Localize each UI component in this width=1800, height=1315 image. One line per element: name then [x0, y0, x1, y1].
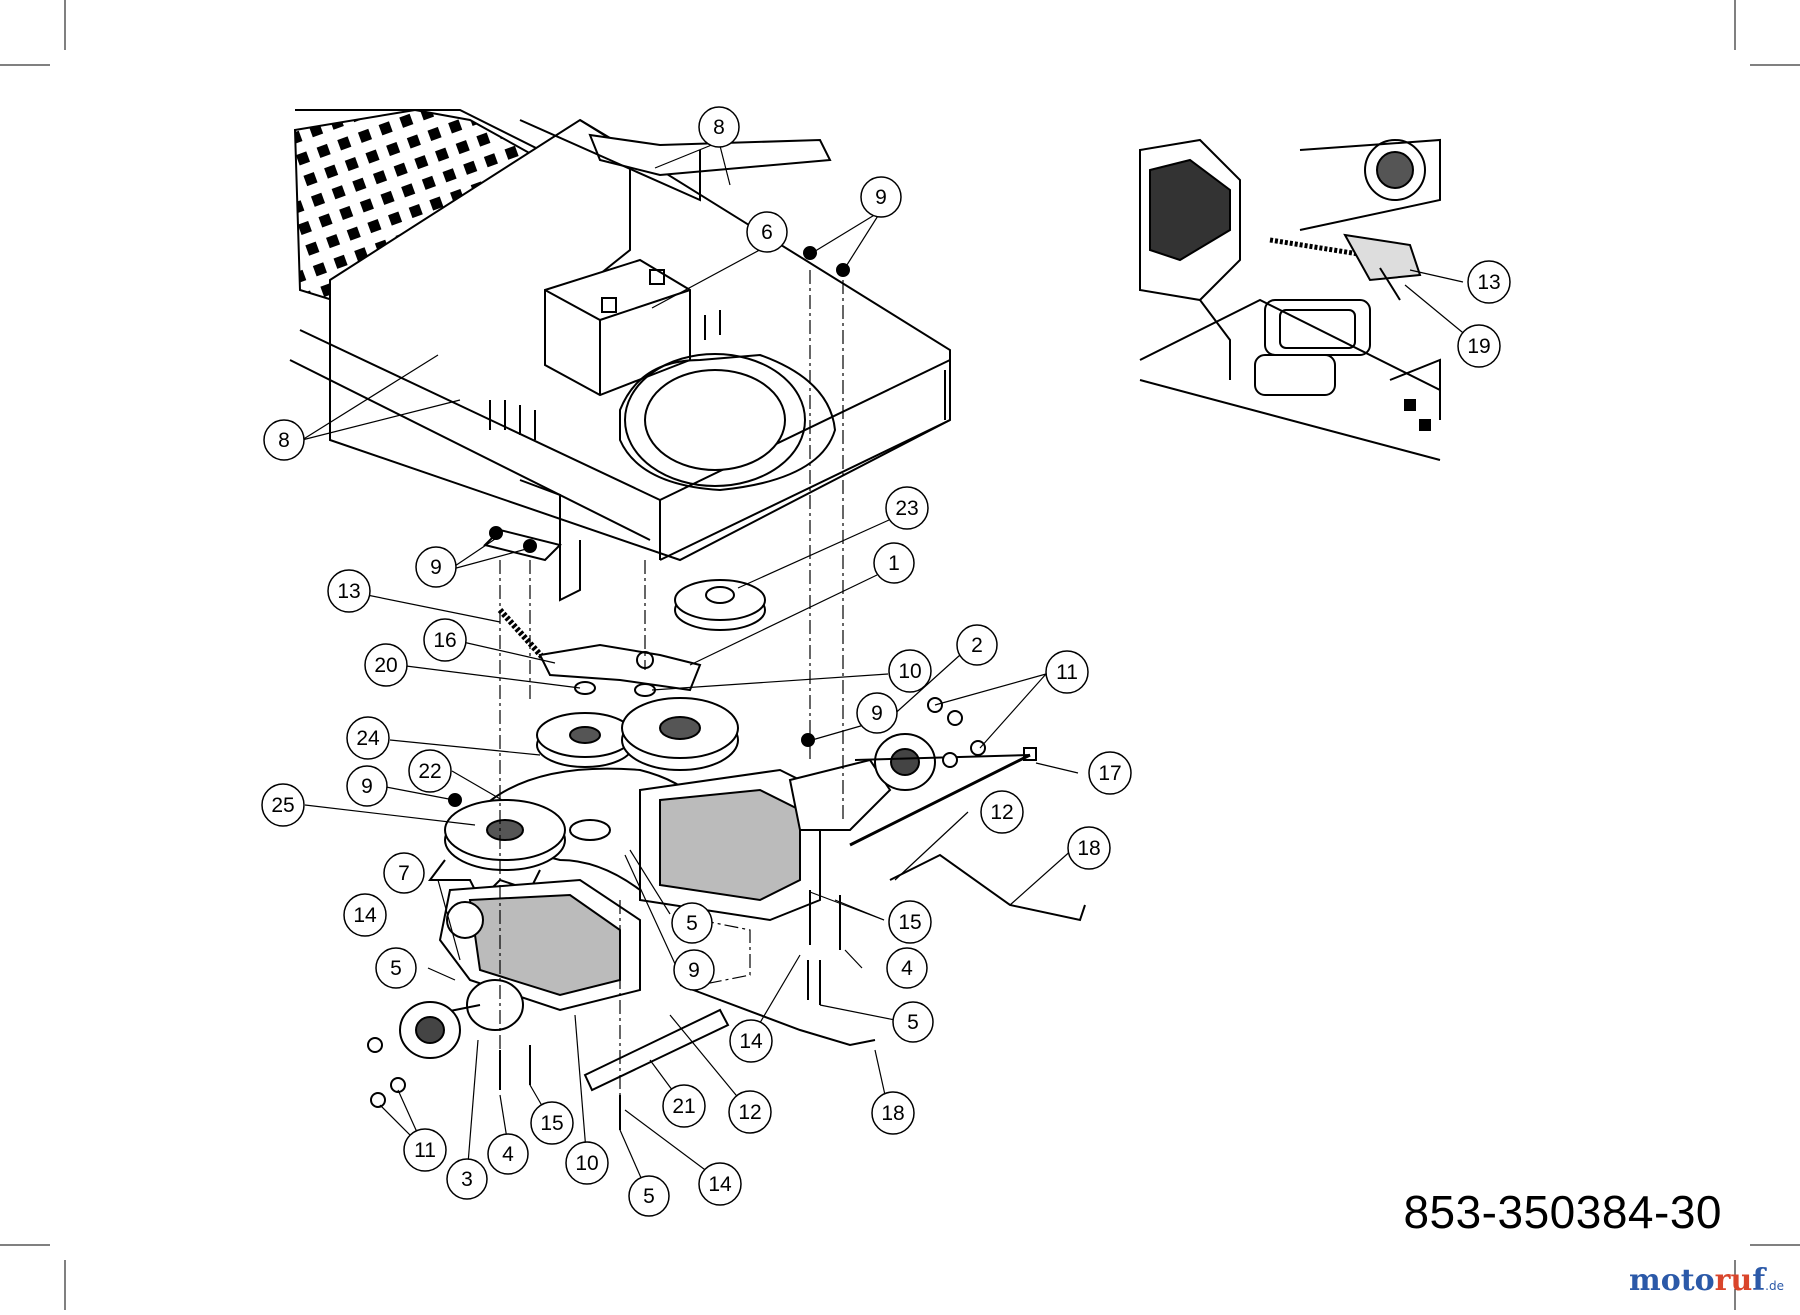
svg-text:2: 2	[971, 634, 983, 657]
callout-4-lower[interactable]: 4	[487, 1133, 529, 1175]
svg-text:9: 9	[871, 702, 883, 725]
callout-17[interactable]: 17	[1088, 751, 1132, 795]
callout-12-lower[interactable]: 12	[728, 1090, 772, 1134]
callout-23[interactable]: 23	[885, 486, 929, 530]
inset-detail-view	[1139, 137, 1441, 465]
svg-text:15: 15	[540, 1112, 563, 1135]
svg-text:4: 4	[901, 957, 913, 980]
svg-text:15: 15	[898, 911, 921, 934]
callout-24[interactable]: 24	[346, 716, 390, 760]
svg-text:12: 12	[738, 1101, 761, 1124]
callout-18-lower[interactable]: 18	[871, 1091, 915, 1135]
svg-text:11: 11	[414, 1139, 436, 1162]
svg-text:23: 23	[895, 497, 918, 520]
callout-5-mid[interactable]: 5	[671, 902, 713, 944]
svg-text:12: 12	[990, 801, 1013, 824]
svg-text:8: 8	[278, 429, 290, 452]
callout-10-right[interactable]: 10	[888, 649, 932, 693]
callout-15-right[interactable]: 15	[888, 900, 932, 944]
svg-text:14: 14	[708, 1173, 732, 1196]
watermark-logo: motoruf.de	[1629, 1263, 1784, 1298]
svg-text:5: 5	[907, 1011, 919, 1034]
svg-text:22: 22	[418, 760, 441, 783]
callout-9-mid-right[interactable]: 9	[856, 692, 898, 734]
callout-2[interactable]: 2	[956, 624, 998, 666]
callout-3[interactable]: 3	[446, 1158, 488, 1200]
callout-9-left[interactable]: 9	[415, 546, 457, 588]
svg-text:14: 14	[353, 904, 377, 927]
svg-text:4: 4	[502, 1143, 514, 1166]
svg-text:25: 25	[271, 794, 294, 817]
svg-text:7: 7	[398, 862, 410, 885]
callout-6[interactable]: 6	[746, 211, 788, 253]
callout-8-top[interactable]: 8	[698, 106, 740, 148]
callout-14-left[interactable]: 14	[343, 893, 387, 937]
svg-text:18: 18	[1077, 837, 1100, 860]
callout-25[interactable]: 25	[261, 783, 305, 827]
callout-18-right[interactable]: 18	[1067, 826, 1111, 870]
callout-14-bottom[interactable]: 14	[698, 1162, 742, 1206]
svg-text:20: 20	[374, 654, 397, 677]
callout-12-right[interactable]: 12	[980, 790, 1024, 834]
callout-15-lower[interactable]: 15	[530, 1101, 574, 1145]
callout-13[interactable]: 13	[327, 569, 371, 613]
callout-8-left[interactable]: 8	[263, 419, 305, 461]
spring	[497, 607, 548, 663]
svg-text:16: 16	[433, 629, 456, 652]
svg-text:13: 13	[337, 580, 360, 603]
callout-10-lower[interactable]: 10	[565, 1141, 609, 1185]
callout-21[interactable]: 21	[662, 1084, 706, 1128]
svg-text:6: 6	[761, 221, 773, 244]
callout-22[interactable]: 22	[408, 749, 452, 793]
callout-5-right[interactable]: 5	[892, 1001, 934, 1043]
callout-7[interactable]: 7	[383, 852, 425, 894]
svg-text:21: 21	[672, 1095, 695, 1118]
callout-11-lower[interactable]: 11	[403, 1128, 447, 1172]
svg-text:9: 9	[688, 959, 700, 982]
svg-text:24: 24	[356, 727, 380, 750]
svg-text:5: 5	[390, 957, 402, 980]
svg-text:5: 5	[643, 1185, 655, 1208]
svg-text:1: 1	[888, 552, 900, 575]
callout-9-mid-left[interactable]: 9	[346, 765, 388, 807]
callout-14-mid[interactable]: 14	[729, 1019, 773, 1063]
svg-text:9: 9	[430, 556, 442, 579]
part-number: 853-350384-30	[1403, 1186, 1722, 1238]
svg-text:3: 3	[461, 1168, 473, 1191]
svg-text:17: 17	[1098, 762, 1121, 785]
svg-text:13: 13	[1477, 271, 1500, 294]
chassis-frame	[289, 108, 951, 602]
callout-5-bottom[interactable]: 5	[628, 1175, 670, 1217]
svg-text:11: 11	[1056, 661, 1078, 684]
callout-1[interactable]: 1	[873, 542, 915, 584]
callouts: 8 9 6 8 23 1 9 13 16 20 10 2 11 24 9 22 …	[261, 106, 1511, 1217]
callout-16[interactable]: 16	[423, 618, 467, 662]
alignment-lines	[499, 270, 844, 1095]
callout-9-lower[interactable]: 9	[673, 949, 715, 991]
svg-text:9: 9	[361, 775, 373, 798]
callout-11-right[interactable]: 11	[1045, 650, 1089, 694]
svg-text:14: 14	[739, 1030, 763, 1053]
callout-13-inset[interactable]: 13	[1467, 260, 1511, 304]
callout-4-right[interactable]: 4	[886, 947, 928, 989]
svg-text:10: 10	[898, 660, 921, 683]
svg-text:8: 8	[713, 116, 725, 139]
callout-5-left[interactable]: 5	[375, 947, 417, 989]
callout-20[interactable]: 20	[364, 643, 408, 687]
svg-text:5: 5	[686, 912, 698, 935]
svg-text:18: 18	[881, 1102, 904, 1125]
svg-text:9: 9	[875, 186, 887, 209]
drive-assembly	[367, 246, 1086, 1130]
callout-19-inset[interactable]: 19	[1457, 324, 1501, 368]
svg-text:10: 10	[575, 1152, 598, 1175]
callout-9-top[interactable]: 9	[860, 176, 902, 218]
svg-text:19: 19	[1467, 335, 1490, 358]
